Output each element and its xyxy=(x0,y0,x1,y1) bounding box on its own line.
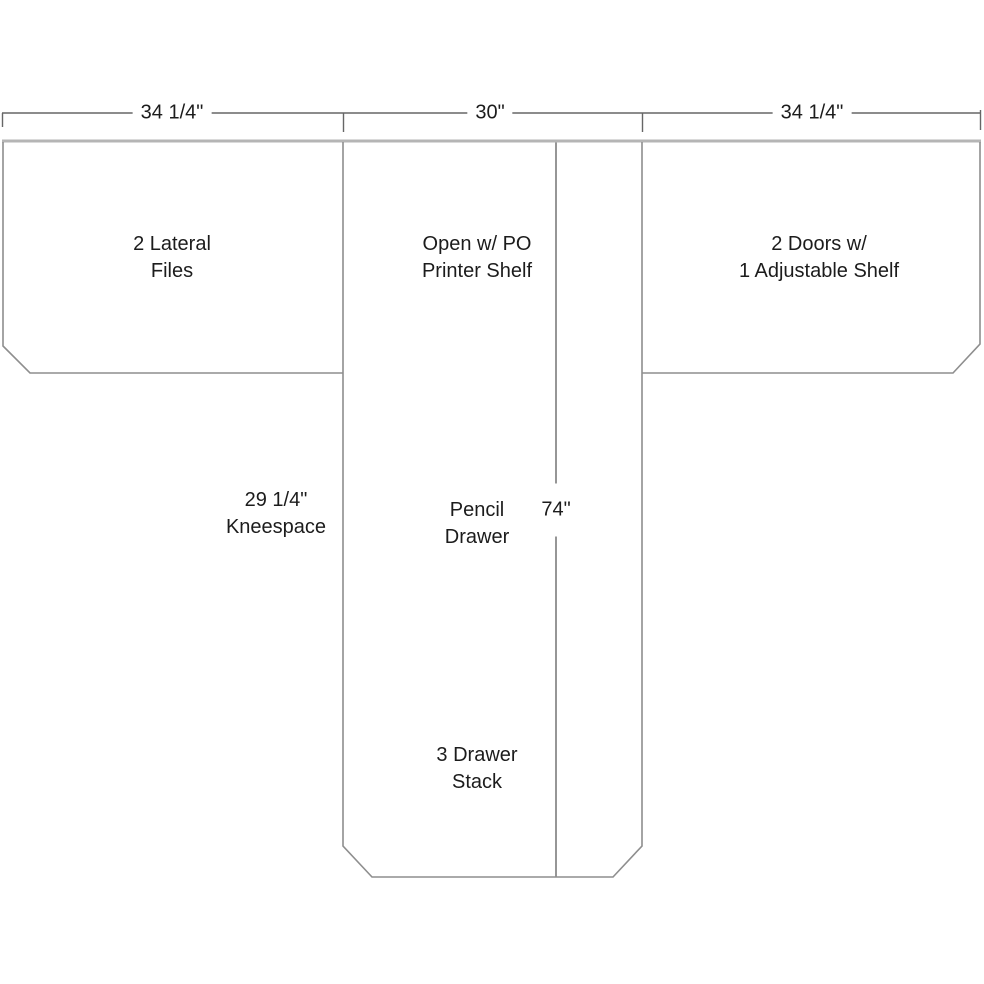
label-doors-adjustable-shelf: 2 Doors w/ 1 Adjustable Shelf xyxy=(738,231,900,285)
label-lateral-files: 2 Lateral Files xyxy=(133,231,211,285)
dimension-label-kneespace: 29 1/4" Kneespace xyxy=(225,487,327,541)
left-return-outline xyxy=(2,142,343,374)
dimension-label-center-width: 30" xyxy=(467,99,513,127)
dimension-label-left-width: 34 1/4" xyxy=(132,99,212,127)
center-pedestal-outline xyxy=(342,142,643,878)
desk-outline-group xyxy=(2,139,981,878)
label-drawer-stack: 3 Drawer Stack xyxy=(436,742,518,796)
dimension-label-overall-length: 74" xyxy=(535,483,577,537)
label-open-printer-shelf: Open w/ PO Printer Shelf xyxy=(421,231,533,285)
right-return-outline xyxy=(642,142,981,374)
dimension-label-right-width: 34 1/4" xyxy=(772,99,852,127)
label-pencil-drawer: Pencil Drawer xyxy=(444,497,510,551)
